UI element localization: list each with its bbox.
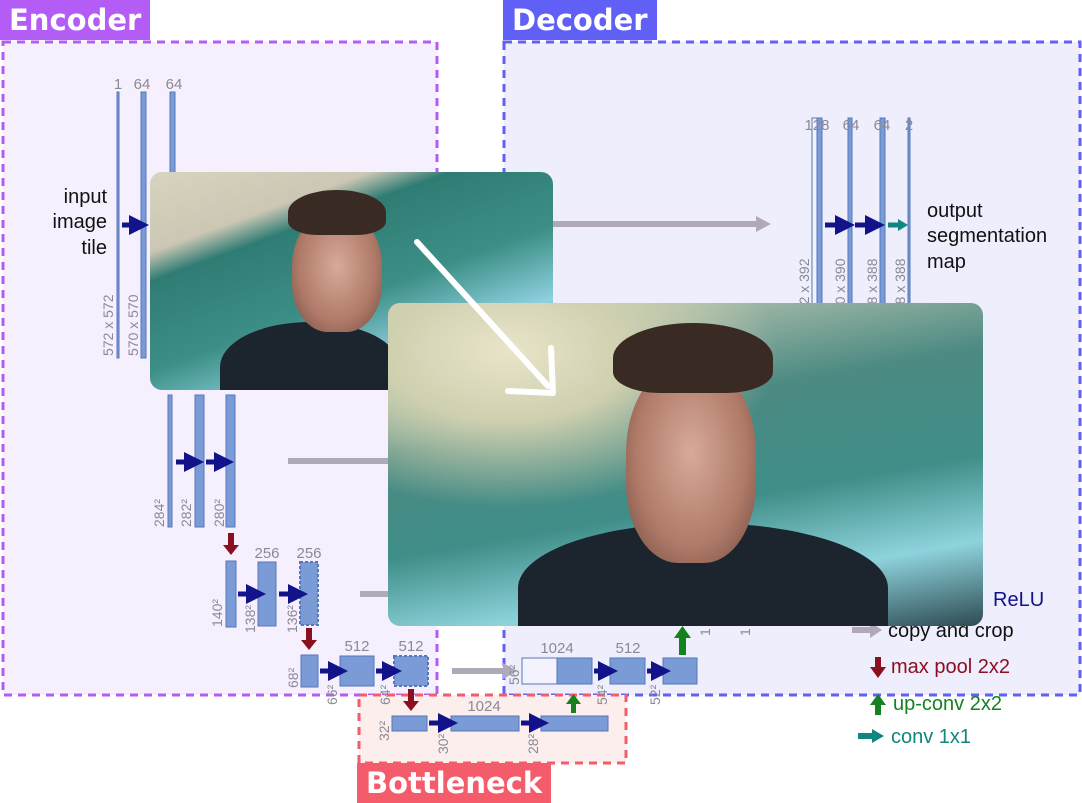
feature-map xyxy=(450,715,520,732)
legend-copy-arrow-icon xyxy=(870,622,882,638)
size-label: 136² xyxy=(284,605,300,633)
input-label: input xyxy=(64,186,108,208)
feature-map xyxy=(225,560,237,628)
legend-conv1x1: conv 1x1 xyxy=(891,726,971,748)
feature-map xyxy=(225,394,236,528)
feature-map xyxy=(662,657,698,685)
feature-map xyxy=(609,657,646,685)
size-label: 68² xyxy=(285,667,301,688)
feature-map xyxy=(391,715,428,732)
channel-label: 512 xyxy=(615,640,640,657)
feature-map xyxy=(169,91,176,183)
channel-label: 256 xyxy=(254,545,279,562)
output-label: output xyxy=(927,200,983,222)
feature-map-copied xyxy=(811,117,818,319)
channel-label: 128 xyxy=(804,117,829,134)
size-label: 1 xyxy=(697,628,713,636)
feature-map xyxy=(393,655,429,687)
feature-map xyxy=(339,655,375,687)
size-label: 572 x 572 xyxy=(100,294,116,356)
feature-map xyxy=(540,715,609,732)
legend-upconv: up-conv 2x2 xyxy=(893,693,1002,715)
channel-label: 1024 xyxy=(467,698,500,715)
copy-crop-arrows xyxy=(288,221,758,674)
channel-label: 512 xyxy=(344,638,369,655)
channel-label: 64 xyxy=(134,76,151,93)
legend-conv1x1-arrow-icon xyxy=(872,729,884,743)
input-label: tile xyxy=(81,237,107,259)
decoder-label: Decoder xyxy=(503,0,657,40)
channel-label: 1024 xyxy=(540,640,573,657)
feature-map xyxy=(194,394,205,528)
bottleneck-label: Bottleneck xyxy=(357,763,552,803)
feature-map xyxy=(816,117,823,319)
maxpool-arrows xyxy=(223,533,419,711)
legend-conv: ReLU xyxy=(993,589,1044,611)
channel-label: 64 xyxy=(843,117,860,134)
feature-map xyxy=(300,654,319,688)
size-label: 1 xyxy=(737,628,753,636)
feature-map xyxy=(257,561,277,627)
size-label: 570 x 570 xyxy=(125,294,141,356)
channel-label: 2 xyxy=(905,117,913,134)
upconv-arrows xyxy=(566,626,691,713)
feature-map xyxy=(116,91,120,359)
conv1x1-arrow xyxy=(898,219,908,231)
size-label: 282² xyxy=(178,499,194,527)
feature-map xyxy=(879,117,886,319)
legend-upconv-arrow-icon xyxy=(870,694,886,715)
legend-maxpool-arrow-icon xyxy=(870,657,886,678)
output-photo xyxy=(388,303,983,626)
size-label: 52² xyxy=(647,684,663,705)
size-label: 138² xyxy=(242,605,258,633)
size-label: 140² xyxy=(209,599,225,627)
size-label: 32² xyxy=(376,720,392,741)
feature-map xyxy=(140,91,147,359)
channel-label: 64 xyxy=(166,76,183,93)
size-label: 28² xyxy=(525,733,541,754)
channel-label: 64 xyxy=(874,117,891,134)
copy-crop-arrowhead xyxy=(756,216,771,232)
encoder-label: Encoder xyxy=(0,0,151,40)
size-label: 54² xyxy=(594,684,610,705)
channel-label: 512 xyxy=(398,638,423,655)
size-label: 56² xyxy=(506,664,522,685)
feature-map xyxy=(167,394,173,528)
size-label: 284² xyxy=(151,499,167,527)
conv-arrows xyxy=(122,215,885,733)
channel-label: 256 xyxy=(296,545,321,562)
legend-maxpool: max pool 2x2 xyxy=(891,656,1010,678)
copy-crop-arrowhead xyxy=(503,663,517,679)
feature-map xyxy=(907,117,911,319)
feature-map xyxy=(556,657,593,685)
output-label: segmentation xyxy=(927,225,1047,247)
size-label: 64² xyxy=(377,684,393,705)
size-label: 30² xyxy=(435,733,451,754)
output-label: map xyxy=(927,251,966,273)
size-label: 280² xyxy=(211,499,227,527)
channel-label: 1 xyxy=(114,76,122,93)
feature-map-copied xyxy=(521,657,558,685)
feature-map xyxy=(299,561,319,626)
feature-map xyxy=(847,117,853,319)
size-label: 66² xyxy=(324,684,340,705)
input-label: image xyxy=(53,211,107,233)
